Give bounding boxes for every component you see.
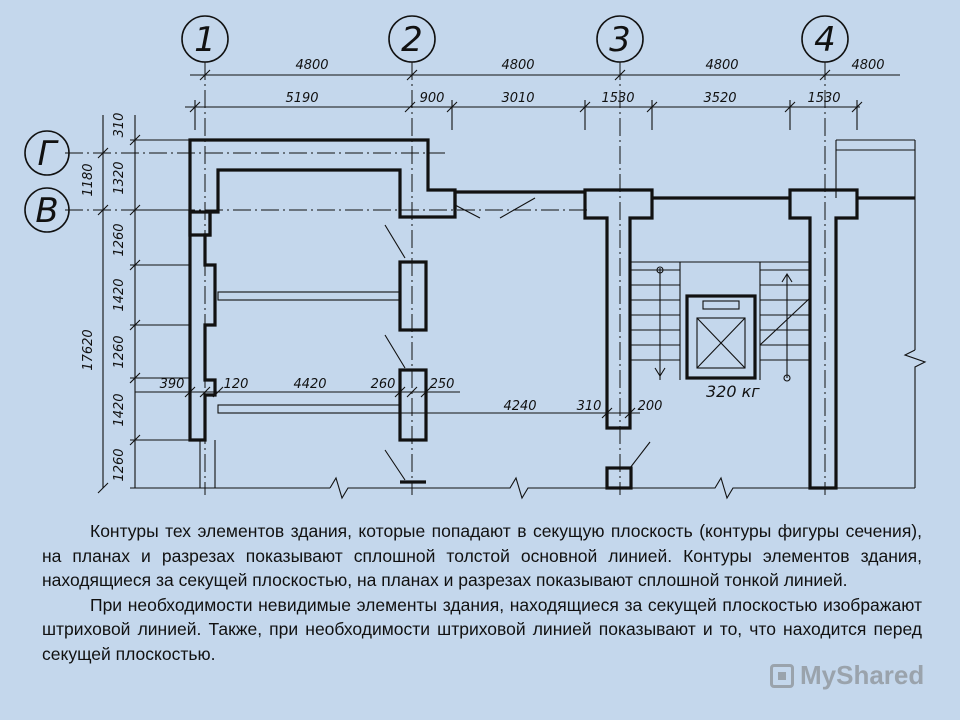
dim-top-1: 4800	[295, 58, 328, 73]
axis-label-v: В	[35, 191, 58, 231]
axis-label-4: 4	[814, 20, 836, 60]
axis-marker-4: 4	[801, 15, 849, 63]
dim-inner-2: 120	[224, 377, 249, 392]
elevator-capacity-label: 320 кг	[706, 382, 760, 401]
axis-lines	[65, 62, 826, 495]
dim-left-4: 1420	[112, 278, 127, 311]
paragraph-1: Контуры тех элементов здания, которые по…	[42, 521, 922, 590]
axis-label-3: 3	[609, 20, 631, 60]
paragraph-2: При необходимости невидимые элементы зда…	[42, 594, 922, 664]
floor-plan-drawing: 1 2 3 4 Г В 4800	[24, 15, 927, 500]
dim-inner-1: 390	[160, 377, 185, 392]
dim-top2-4: 1530	[601, 91, 634, 106]
dim-top2-1: 5190	[285, 91, 318, 106]
dim-top2-3: 3010	[501, 91, 534, 106]
dim-left-2: 1320	[112, 161, 127, 194]
dim-top-3: 4800	[705, 58, 738, 73]
watermark-icon	[770, 663, 794, 688]
axis-label-2: 2	[401, 20, 423, 60]
top-dimension-lines	[185, 69, 900, 130]
dim-left-outer-2: 17620	[81, 329, 96, 370]
inner-dimension-lines	[135, 386, 640, 419]
dim-left-3: 1260	[112, 223, 127, 256]
axis-marker-2: 2	[388, 15, 436, 63]
axis-marker-v: В	[24, 187, 70, 233]
dim-left-5: 1260	[112, 335, 127, 368]
dim-top2-5: 3520	[703, 91, 736, 106]
dim-inner-5: 250	[430, 377, 455, 392]
watermark: MyShared	[770, 660, 924, 691]
dim-top-2: 4800	[501, 58, 534, 73]
dim-top2-6: 1530	[807, 91, 840, 106]
axis-marker-g: Г	[24, 130, 70, 176]
description-text: Контуры тех элементов здания, которые по…	[42, 519, 922, 666]
dim-left-1: 310	[112, 113, 127, 138]
dim-left-outer-1: 1180	[81, 163, 96, 196]
cut-walls	[188, 138, 915, 490]
left-dimension-lines	[97, 115, 190, 494]
axis-marker-1: 1	[181, 15, 229, 63]
dim-inner-8: 200	[638, 399, 663, 414]
dim-inner-4: 260	[371, 377, 396, 392]
watermark-text: MyShared	[800, 660, 925, 690]
axis-marker-3: 3	[596, 15, 644, 63]
dim-inner-6: 4240	[503, 399, 536, 414]
axis-label-1: 1	[194, 20, 216, 60]
dim-left-6: 1420	[112, 393, 127, 426]
visible-contours	[185, 139, 927, 500]
dim-top-4: 4800	[851, 58, 884, 73]
axis-label-g: Г	[38, 134, 60, 174]
dim-inner-7: 310	[577, 399, 602, 414]
dim-left-7: 1260	[112, 448, 127, 481]
dim-inner-3: 4420	[293, 377, 326, 392]
dim-top2-2: 900	[420, 91, 445, 106]
